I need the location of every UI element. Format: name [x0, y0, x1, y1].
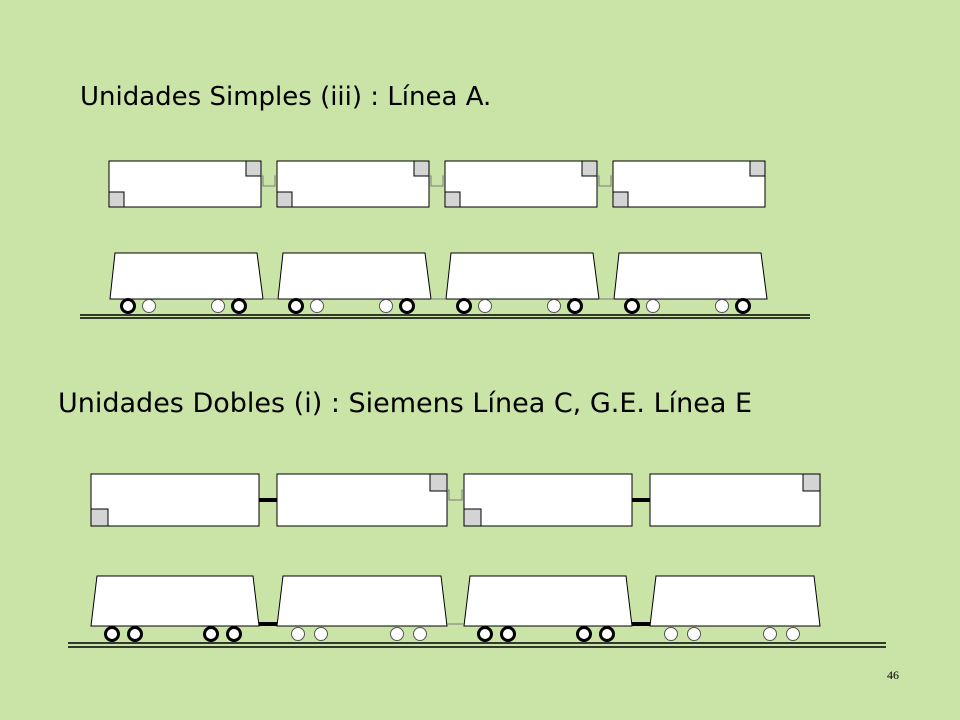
powered-wheel [599, 626, 615, 642]
powered-wheel [399, 298, 415, 314]
cab-marker-top-right [245, 160, 262, 177]
trailer-wheel [547, 299, 561, 313]
trailer-wheel [142, 299, 156, 313]
powered-wheel [127, 626, 143, 642]
car-side-body [613, 252, 768, 300]
car-side-body [649, 575, 821, 627]
cab-marker-top-right [413, 160, 430, 177]
trailer-wheel [211, 299, 225, 313]
trailer-wheel [786, 627, 800, 641]
car-plan-view [612, 160, 766, 208]
title-double-units: Unidades Dobles (i) : Siemens Línea C, G… [58, 388, 753, 419]
car-plan-view [649, 473, 821, 527]
powered-wheel [500, 626, 516, 642]
coupling-light [429, 175, 445, 187]
cab-marker-top-right [429, 473, 448, 492]
powered-wheel [104, 626, 120, 642]
car-side-body [90, 575, 260, 627]
powered-wheel [231, 298, 247, 314]
title-simple-units: Unidades Simples (iii) : Línea A. [80, 82, 492, 112]
powered-wheel [288, 298, 304, 314]
car-side-body [445, 252, 600, 300]
trailer-wheel [379, 299, 393, 313]
powered-wheel [456, 298, 472, 314]
car-plan-view [90, 473, 260, 527]
trailer-wheel [291, 627, 305, 641]
cab-marker-top-right [749, 160, 766, 177]
trailer-wheel [763, 627, 777, 641]
car-plan-view [108, 160, 262, 208]
cab-marker-bottom-left [276, 191, 293, 208]
trailer-wheel [413, 627, 427, 641]
trailer-wheel [715, 299, 729, 313]
car-side-body [109, 252, 264, 300]
coupling-light [447, 489, 464, 501]
coupling-light [261, 175, 277, 187]
trailer-wheel [310, 299, 324, 313]
cab-marker-bottom-left [463, 508, 482, 527]
powered-wheel [735, 298, 751, 314]
car-side-body [277, 252, 432, 300]
car-plan-view [276, 473, 448, 527]
powered-wheel [120, 298, 136, 314]
cab-marker-bottom-left [612, 191, 629, 208]
powered-wheel [567, 298, 583, 314]
cab-marker-bottom-left [444, 191, 461, 208]
trailer-wheel [664, 627, 678, 641]
cab-marker-top-right [802, 473, 821, 492]
trailer-wheel [478, 299, 492, 313]
powered-wheel [226, 626, 242, 642]
powered-wheel [576, 626, 592, 642]
car-plan-view [463, 473, 633, 527]
car-plan-view [444, 160, 598, 208]
powered-wheel [477, 626, 493, 642]
car-plan-view [276, 160, 430, 208]
page-number: 46 [887, 668, 899, 682]
powered-wheel [203, 626, 219, 642]
coupling-light [597, 175, 613, 187]
trailer-wheel [646, 299, 660, 313]
car-side-body [276, 575, 448, 627]
cab-marker-bottom-left [90, 508, 109, 527]
trailer-wheel [687, 627, 701, 641]
powered-wheel [624, 298, 640, 314]
cab-marker-top-right [581, 160, 598, 177]
trailer-wheel [314, 627, 328, 641]
car-side-body [463, 575, 633, 627]
cab-marker-bottom-left [108, 191, 125, 208]
trailer-wheel [390, 627, 404, 641]
